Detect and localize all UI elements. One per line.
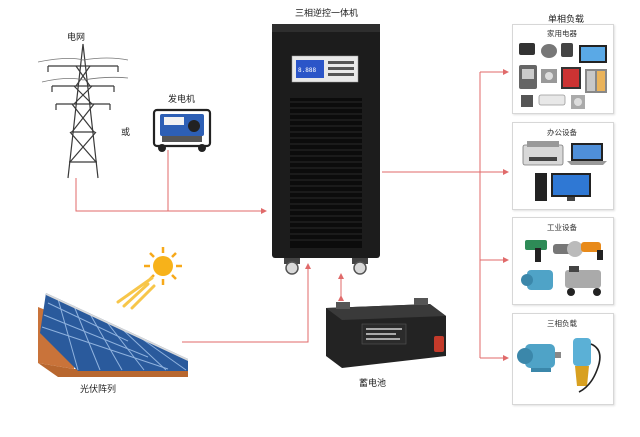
solar-panel-icon — [38, 293, 188, 377]
sun-icon — [144, 247, 182, 285]
battery-icon — [326, 298, 446, 368]
household-appliances-title: 家用电器 — [547, 29, 577, 38]
sun-rays-icon — [116, 276, 156, 310]
three-phase-load-title: 三相负载 — [547, 319, 577, 328]
industrial-equipment-icon — [521, 240, 603, 296]
three-phase-load-box: 三相负载 — [512, 313, 614, 405]
power-tower-icon — [38, 43, 128, 179]
generator-icon — [152, 108, 212, 152]
grid-to-inverter-line — [75, 178, 267, 214]
inverter-cabinet-icon: 8.888 — [272, 24, 380, 275]
svg-text:8.888: 8.888 — [298, 67, 316, 74]
inverter-label: 三相逆控一体机 — [295, 9, 359, 19]
pv-to-inverter-line — [182, 263, 311, 343]
industrial-equipment-box: 工业设备 — [512, 217, 614, 305]
pv-label: 光伏阵列 — [80, 385, 117, 395]
office-equipment-box: 办公设备 — [512, 122, 614, 210]
three-phase-load-icon — [517, 338, 601, 393]
generator-label: 发电机 — [168, 95, 196, 105]
household-appliances-icon — [519, 43, 607, 109]
office-equipment-title: 办公设备 — [547, 128, 577, 137]
battery-label: 蓄电池 — [359, 379, 387, 389]
office-equipment-icon — [522, 141, 607, 201]
or-label: 或 — [121, 128, 131, 138]
industrial-equipment-title: 工业设备 — [547, 223, 577, 232]
grid-label: 电网 — [67, 33, 86, 43]
single-phase-load-title: 单相负载 — [548, 15, 585, 25]
household-appliances-box: 家用电器 — [512, 24, 614, 114]
